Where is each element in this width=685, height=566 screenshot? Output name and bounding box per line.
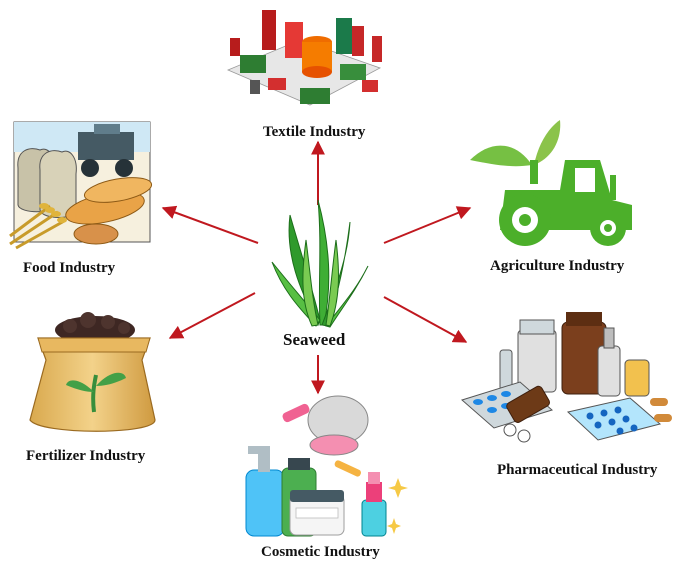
arrow-to-agriculture [383,206,472,244]
label-pharmaceutical: Pharmaceutical Industry [497,462,658,478]
textile-machinery-icon [226,10,382,106]
arrow-to-food [161,205,259,244]
medicine-bottles-icon [460,312,672,443]
fertilizer-sack-icon [29,312,156,432]
seaweed-icon [271,199,369,328]
arrows [161,140,472,395]
arrow-to-fertilizer [168,292,256,339]
label-agriculture: Agriculture Industry [490,258,625,274]
label-cosmetic: Cosmetic Industry [261,544,380,560]
cosmetics-icon [245,395,408,537]
label-food: Food Industry [23,260,116,276]
bread-and-grain-icon [9,121,153,250]
arrow-to-pharmaceutical [383,296,468,343]
label-fertilizer: Fertilizer Industry [26,448,146,464]
label-textile: Textile Industry [263,124,366,140]
tractor-icon [470,120,632,246]
center-label: Seaweed [283,330,346,349]
